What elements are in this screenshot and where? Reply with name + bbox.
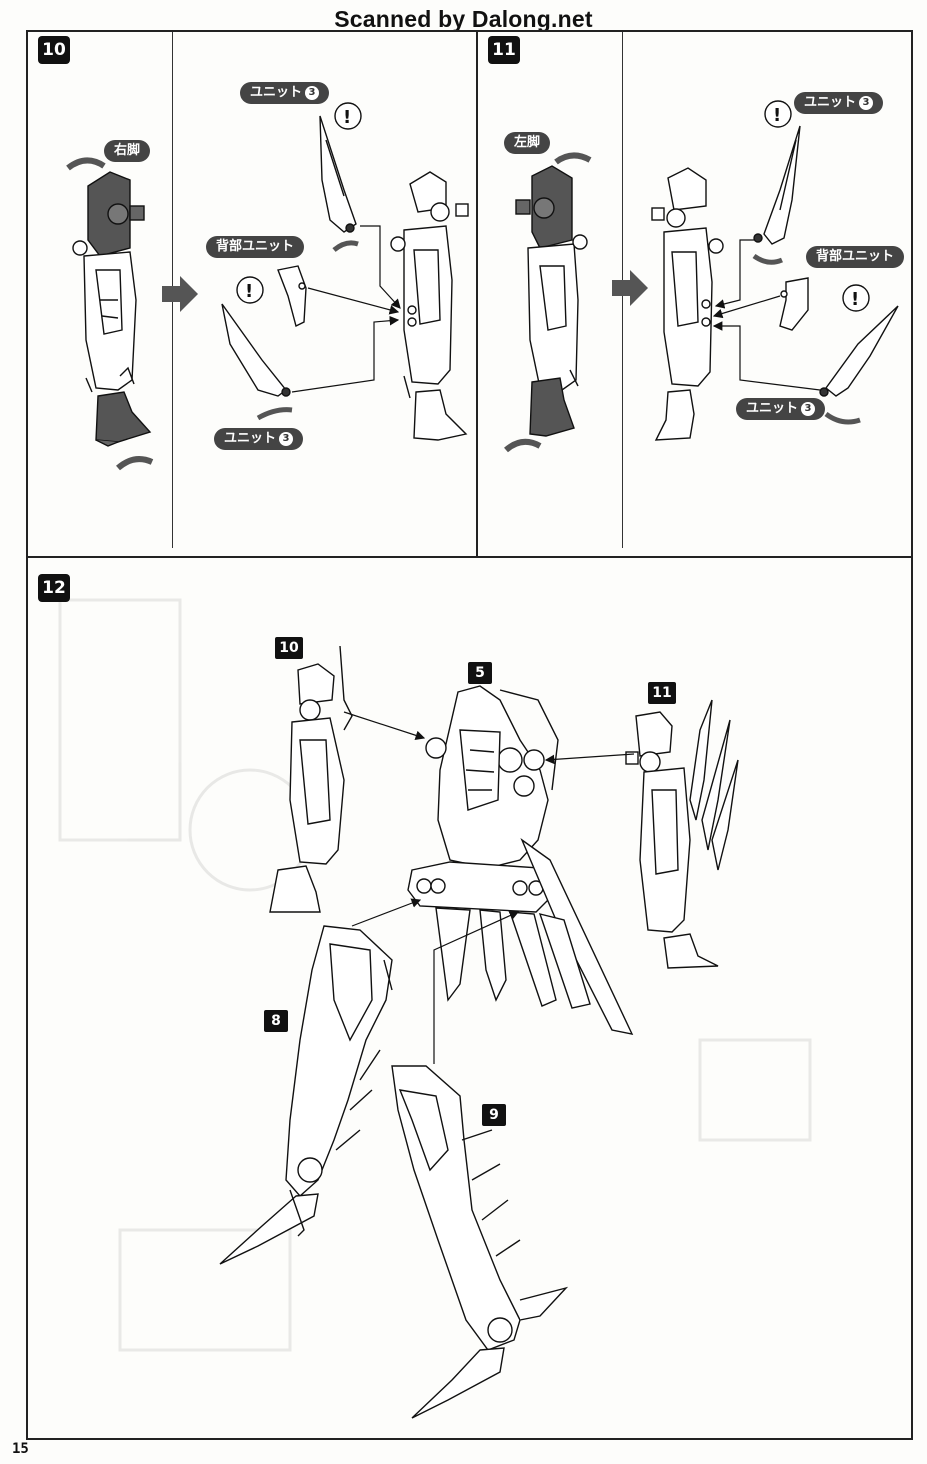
step-11-leg-label: 左脚 xyxy=(504,132,551,154)
step-11-progress-arrow xyxy=(612,270,648,306)
step-11-exploded-view: ! ! xyxy=(651,100,899,441)
svg-text:!: ! xyxy=(343,107,351,128)
step-10-exploded-view: ! ! xyxy=(221,102,469,441)
step-10-leg-label: 右脚 xyxy=(104,140,151,162)
watermark: Scanned by Dalong.net xyxy=(334,6,593,32)
step-12-final-assembly xyxy=(219,645,739,1419)
step-12-panel xyxy=(26,556,913,1440)
step-11-leg-assembled-view xyxy=(504,152,592,453)
step-12-number: 12 xyxy=(38,574,70,602)
part-9-number: 9 xyxy=(482,1104,506,1126)
step-11-back-unit-label: 背部ユニット xyxy=(806,246,905,268)
part-10-number: 10 xyxy=(275,637,303,659)
unit-number-badge: 3 xyxy=(801,402,816,416)
step-10-back-unit-label: 背部ユニット xyxy=(206,236,305,258)
step-10-number: 10 xyxy=(38,36,70,64)
part-8-number: 8 xyxy=(264,1010,288,1032)
unit-number-badge: 3 xyxy=(305,86,320,100)
page-number: 15 xyxy=(12,1441,29,1457)
show-through-ghost xyxy=(58,598,812,1352)
part-5-number: 5 xyxy=(468,662,492,684)
step-10-leg-assembled-view xyxy=(66,157,154,471)
svg-text:!: ! xyxy=(773,105,781,126)
svg-text:!: ! xyxy=(851,289,859,310)
step-11-number: 11 xyxy=(488,36,520,64)
svg-text:!: ! xyxy=(245,281,253,302)
unit-number-badge: 3 xyxy=(279,432,294,446)
unit-number-badge: 3 xyxy=(859,96,874,110)
step-10-progress-arrow xyxy=(162,276,198,312)
part-11-number: 11 xyxy=(648,682,676,704)
